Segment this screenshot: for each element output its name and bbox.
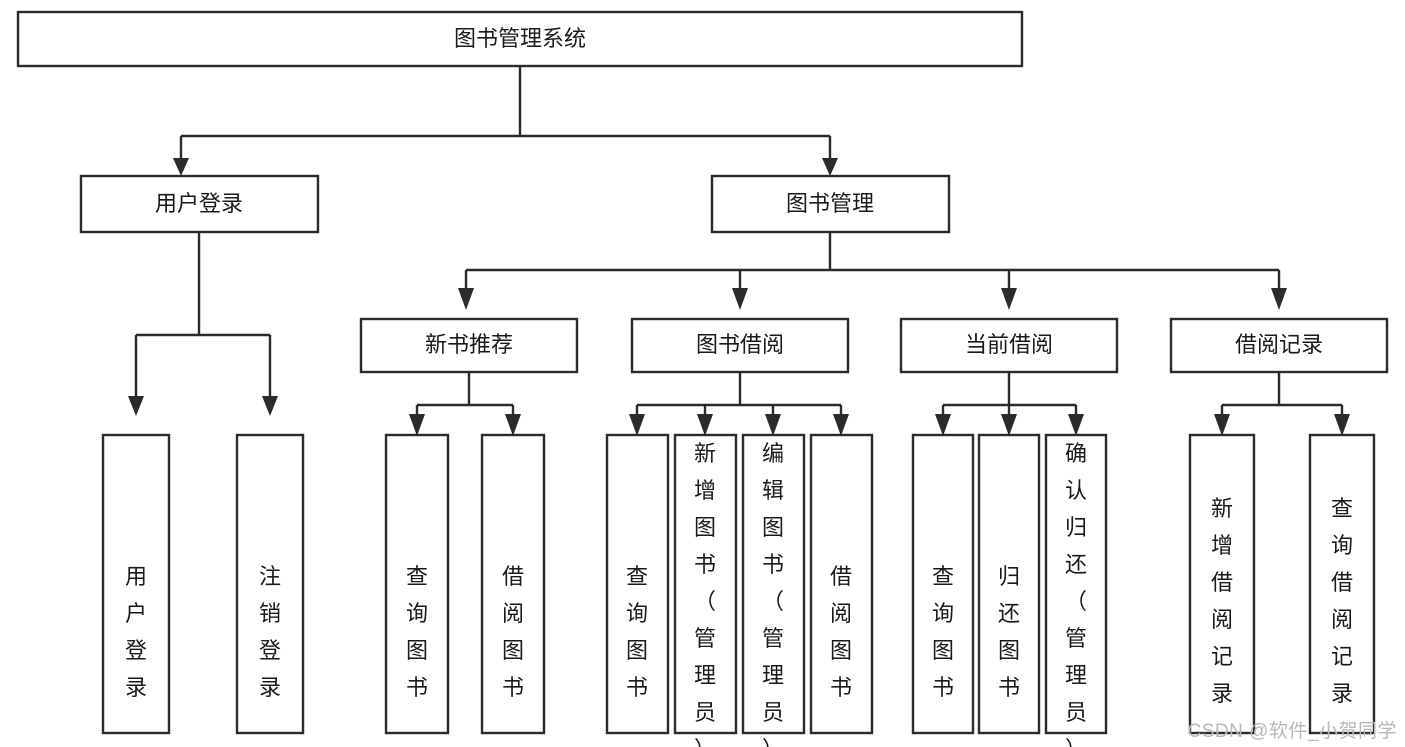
arrow-to-leaf-user-login bbox=[128, 396, 144, 416]
node-current-borrow[interactable]: 当前借阅 bbox=[899, 317, 1119, 374]
node-leaf-edit-book-box[interactable] bbox=[741, 433, 806, 735]
node-leaf-edit-book[interactable]: 编辑图书（管理员） bbox=[741, 433, 806, 747]
node-leaf-query-book-1-label: 查询图书 bbox=[406, 564, 428, 700]
node-leaf-query-book-1[interactable]: 查询图书 bbox=[384, 433, 450, 735]
node-leaf-confirm-return-label: 确认归还（管理员） bbox=[1065, 441, 1087, 747]
edge-new-book-rec-bus bbox=[415, 372, 515, 420]
edge-user-login-bus bbox=[134, 232, 272, 400]
arrow-to-leaf-query-book-1 bbox=[409, 414, 425, 436]
node-new-book-rec-label: 新书推荐 bbox=[425, 332, 513, 357]
node-leaf-borrow-book-1-box[interactable] bbox=[480, 433, 546, 735]
node-user-login-box[interactable] bbox=[79, 174, 320, 234]
node-new-book-rec-box[interactable] bbox=[359, 317, 579, 374]
node-borrow-record[interactable]: 借阅记录 bbox=[1169, 317, 1389, 374]
node-leaf-logout[interactable]: 注销登录 bbox=[235, 433, 305, 735]
node-leaf-query-book-2-box[interactable] bbox=[605, 433, 670, 735]
node-borrow-record-box[interactable] bbox=[1169, 317, 1389, 374]
node-leaf-add-record-box[interactable] bbox=[1188, 433, 1256, 735]
node-current-borrow-label: 当前借阅 bbox=[965, 332, 1053, 357]
arrow-to-leaf-confirm-return bbox=[1068, 414, 1084, 436]
node-leaf-user-login[interactable]: 用户登录 bbox=[101, 433, 171, 735]
node-book-manage[interactable]: 图书管理 bbox=[710, 174, 951, 234]
node-leaf-borrow-book-2[interactable]: 借阅图书 bbox=[809, 433, 874, 735]
node-leaf-add-record[interactable]: 新增借阅记录 bbox=[1188, 433, 1256, 735]
node-root-box[interactable] bbox=[16, 10, 1024, 68]
arrow-to-current-borrow bbox=[1001, 288, 1017, 310]
node-leaf-query-book-3-label: 查询图书 bbox=[932, 564, 954, 700]
arrow-to-leaf-edit-book bbox=[765, 414, 781, 436]
node-leaf-add-record-label: 新增借阅记录 bbox=[1211, 496, 1233, 706]
node-leaf-borrow-book-2-label: 借阅图书 bbox=[830, 564, 852, 700]
node-book-manage-label: 图书管理 bbox=[786, 191, 874, 216]
arrow-to-leaf-logout bbox=[262, 396, 278, 416]
node-leaf-query-book-2-label: 查询图书 bbox=[626, 564, 648, 700]
node-leaf-return-book-box[interactable] bbox=[977, 433, 1041, 735]
node-leaf-add-book-label: 新增图书（管理员） bbox=[694, 441, 716, 747]
node-current-borrow-box[interactable] bbox=[899, 317, 1119, 374]
node-leaf-add-book[interactable]: 新增图书（管理员） bbox=[673, 433, 738, 747]
node-leaf-query-record[interactable]: 查询借阅记录 bbox=[1308, 433, 1376, 735]
edge-book-manage-bus bbox=[464, 232, 1281, 292]
node-leaf-query-book-3-box[interactable] bbox=[911, 433, 975, 735]
node-leaf-query-book-1-box[interactable] bbox=[384, 433, 450, 735]
node-root-label: 图书管理系统 bbox=[454, 26, 586, 51]
arrow-to-leaf-return-book bbox=[1001, 414, 1017, 436]
arrow-to-leaf-query-book-3 bbox=[935, 414, 951, 436]
watermark-label: CSDN @软件_小贺同学 bbox=[1187, 721, 1397, 742]
arrow-to-leaf-add-book bbox=[697, 414, 713, 436]
arrow-to-leaf-borrow-book-2 bbox=[833, 414, 849, 436]
edge-book-borrow-bus bbox=[635, 372, 843, 420]
node-new-book-rec[interactable]: 新书推荐 bbox=[359, 317, 579, 374]
node-leaf-query-book-2[interactable]: 查询图书 bbox=[605, 433, 670, 735]
node-leaf-add-book-box[interactable] bbox=[673, 433, 738, 735]
connector-layer bbox=[128, 66, 1350, 436]
node-leaf-logout-label: 注销登录 bbox=[259, 564, 281, 700]
node-leaf-return-book-label: 归还图书 bbox=[998, 564, 1020, 700]
node-leaf-confirm-return-box[interactable] bbox=[1044, 433, 1108, 735]
node-book-borrow[interactable]: 图书借阅 bbox=[630, 317, 850, 374]
arrow-to-leaf-query-record bbox=[1334, 414, 1350, 436]
arrow-to-leaf-query-book-2 bbox=[629, 414, 645, 436]
arrow-to-borrow-record bbox=[1271, 288, 1287, 310]
node-leaf-borrow-book-1-label: 借阅图书 bbox=[502, 564, 524, 700]
node-leaf-user-login-box[interactable] bbox=[101, 433, 171, 735]
arrow-to-leaf-borrow-book-1 bbox=[505, 414, 521, 436]
edge-current-borrow-bus bbox=[941, 372, 1078, 420]
node-root[interactable]: 图书管理系统 bbox=[16, 10, 1024, 68]
edge-borrow-record-bus bbox=[1220, 372, 1344, 420]
arrow-to-new-book-rec bbox=[458, 288, 474, 310]
node-leaf-logout-box[interactable] bbox=[235, 433, 305, 735]
node-leaf-borrow-book-1[interactable]: 借阅图书 bbox=[480, 433, 546, 735]
arrow-to-book-manage bbox=[822, 158, 838, 176]
arrow-to-book-borrow bbox=[732, 288, 748, 310]
node-leaf-return-book[interactable]: 归还图书 bbox=[977, 433, 1041, 735]
node-book-borrow-box[interactable] bbox=[630, 317, 850, 374]
edge-root-bus bbox=[179, 66, 832, 162]
node-book-manage-box[interactable] bbox=[710, 174, 951, 234]
node-leaf-query-record-box[interactable] bbox=[1308, 433, 1376, 735]
node-borrow-record-label: 借阅记录 bbox=[1235, 332, 1323, 357]
node-leaf-confirm-return[interactable]: 确认归还（管理员） bbox=[1044, 433, 1108, 747]
node-user-login-label: 用户登录 bbox=[155, 191, 243, 216]
node-leaf-query-record-label: 查询借阅记录 bbox=[1331, 496, 1353, 706]
node-book-borrow-label: 图书借阅 bbox=[696, 332, 784, 357]
arrow-to-user-login bbox=[173, 158, 189, 176]
node-leaf-user-login-label: 用户登录 bbox=[125, 564, 147, 700]
node-user-login[interactable]: 用户登录 bbox=[79, 174, 320, 234]
arrow-to-leaf-add-record bbox=[1214, 414, 1230, 436]
node-leaf-query-book-3[interactable]: 查询图书 bbox=[911, 433, 975, 735]
node-leaf-edit-book-label: 编辑图书（管理员） bbox=[762, 441, 784, 747]
node-leaf-borrow-book-2-box[interactable] bbox=[809, 433, 874, 735]
